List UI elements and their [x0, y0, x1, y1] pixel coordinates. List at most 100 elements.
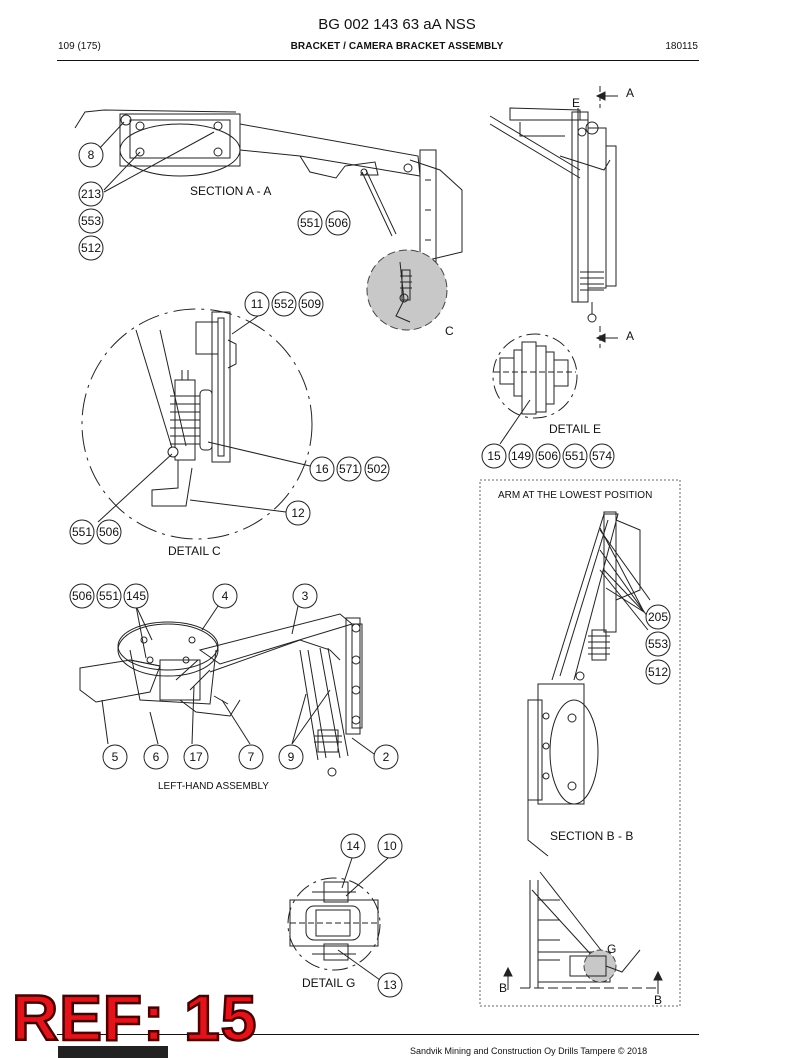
balloon-552: 552	[271, 291, 297, 317]
svg-text:512: 512	[648, 665, 668, 679]
balloon-506: 506	[325, 210, 351, 236]
balloon-506: 506	[69, 583, 95, 609]
balloon-551: 551	[562, 443, 588, 469]
svg-text:4: 4	[222, 589, 229, 603]
svg-text:3: 3	[302, 589, 309, 603]
label-section-aa: SECTION A - A	[190, 184, 271, 198]
svg-text:14: 14	[346, 839, 360, 853]
balloon-group: 8 213 553 512 551 506 11 552 509 16 571 …	[69, 142, 671, 998]
svg-text:553: 553	[81, 214, 101, 228]
leader-lines	[97, 121, 645, 981]
date-code: 180115	[665, 41, 698, 52]
svg-text:16: 16	[315, 462, 329, 476]
balloon-571: 571	[336, 456, 362, 482]
marker-b-left: B	[499, 981, 507, 995]
svg-text:502: 502	[367, 462, 387, 476]
header-rule	[57, 60, 699, 61]
svg-text:10: 10	[383, 839, 397, 853]
svg-text:512: 512	[81, 241, 101, 255]
svg-text:205: 205	[648, 610, 668, 624]
balloon-12: 12	[285, 500, 311, 526]
page-subtitle: BRACKET / CAMERA BRACKET ASSEMBLY	[290, 41, 504, 52]
arm-lowest-frame	[479, 479, 681, 1007]
balloon-13: 13	[377, 972, 403, 998]
balloon-551: 551	[96, 583, 122, 609]
svg-text:506: 506	[72, 589, 92, 603]
svg-text:213: 213	[81, 187, 101, 201]
label-detail-e: DETAIL E	[549, 422, 601, 436]
balloon-17: 17	[183, 744, 209, 770]
footer-rule	[57, 1034, 699, 1035]
section-bb-view	[527, 511, 651, 857]
balloon-2: 2	[373, 744, 399, 770]
label-detail-c: DETAIL C	[168, 544, 221, 558]
detail-c-highlight	[366, 249, 448, 331]
marker-c: C	[445, 324, 454, 338]
balloon-4: 4	[212, 583, 238, 609]
label-arm-lowest: ARM AT THE LOWEST POSITION	[498, 490, 652, 501]
balloon-553: 553	[645, 631, 671, 657]
detail-e-view	[492, 333, 578, 419]
svg-text:552: 552	[274, 297, 294, 311]
balloon-512: 512	[78, 235, 104, 261]
balloon-551: 551	[69, 519, 95, 545]
balloon-205: 205	[645, 604, 671, 630]
svg-text:15: 15	[487, 449, 501, 463]
side-view-aa	[489, 86, 618, 348]
document-id: BG 002 143 63 aA NSS	[318, 16, 476, 33]
balloon-574: 574	[589, 443, 615, 469]
svg-text:11: 11	[251, 297, 264, 311]
balloon-502: 502	[364, 456, 390, 482]
balloon-506: 506	[96, 519, 122, 545]
svg-text:7: 7	[248, 750, 255, 764]
detail-c-view	[81, 308, 313, 540]
balloon-509: 509	[298, 291, 324, 317]
svg-text:17: 17	[189, 750, 203, 764]
marker-a-bottom: A	[626, 329, 634, 343]
svg-text:551: 551	[99, 589, 119, 603]
marker-b-right: B	[654, 993, 662, 1007]
balloon-14: 14	[340, 833, 366, 859]
balloon-9: 9	[278, 744, 304, 770]
balloon-149: 149	[508, 443, 534, 469]
ref-stamp: REF: 15	[11, 982, 258, 1054]
svg-text:5: 5	[112, 750, 119, 764]
svg-text:2: 2	[383, 750, 390, 764]
balloon-6: 6	[143, 744, 169, 770]
marker-g: G	[607, 942, 616, 956]
svg-text:571: 571	[339, 462, 359, 476]
section-aa-view	[74, 109, 463, 331]
balloon-506: 506	[535, 443, 561, 469]
svg-text:551: 551	[72, 525, 92, 539]
balloon-11: 11	[244, 291, 270, 317]
balloon-7: 7	[238, 744, 264, 770]
page-number: 109 (175)	[58, 41, 101, 52]
detail-g-highlight	[583, 949, 617, 983]
svg-text:12: 12	[291, 506, 305, 520]
label-left-hand-assembly: LEFT-HAND ASSEMBLY	[158, 781, 269, 792]
balloon-551: 551	[297, 210, 323, 236]
svg-text:506: 506	[328, 216, 348, 230]
svg-text:145: 145	[126, 589, 146, 603]
left-hand-assembly-view	[79, 613, 363, 777]
svg-text:13: 13	[383, 978, 397, 992]
svg-text:506: 506	[99, 525, 119, 539]
marker-a-top: A	[626, 86, 634, 100]
balloon-8: 8	[78, 142, 104, 168]
svg-text:551: 551	[565, 449, 585, 463]
detail-g-view	[287, 877, 381, 971]
svg-text:553: 553	[648, 637, 668, 651]
svg-text:509: 509	[301, 297, 321, 311]
balloon-16: 16	[309, 456, 335, 482]
balloon-10: 10	[377, 833, 403, 859]
svg-text:551: 551	[300, 216, 320, 230]
svg-text:506: 506	[538, 449, 558, 463]
svg-text:8: 8	[88, 148, 95, 162]
copyright-text: Sandvik Mining and Construction Oy Drill…	[410, 1046, 648, 1056]
balloon-3: 3	[292, 583, 318, 609]
label-detail-g: DETAIL G	[302, 976, 355, 990]
balloon-145: 145	[123, 583, 149, 609]
balloon-553: 553	[78, 208, 104, 234]
svg-text:9: 9	[288, 750, 295, 764]
